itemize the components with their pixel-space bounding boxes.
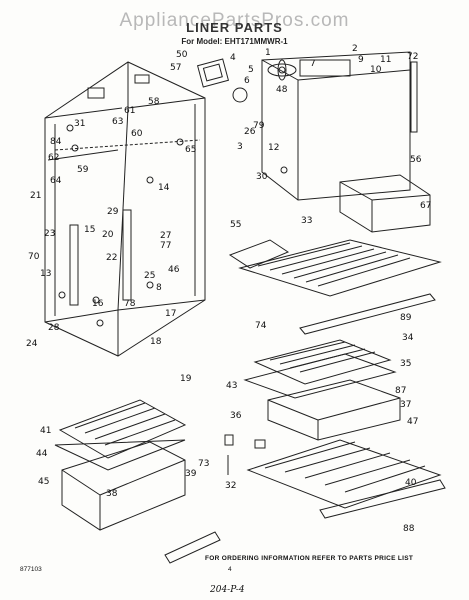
callout: 3 <box>237 142 243 152</box>
callout: 33 <box>301 216 312 226</box>
callout: 67 <box>420 201 431 211</box>
fan-blade <box>267 59 297 81</box>
callout: 57 <box>170 63 181 73</box>
callout: 61 <box>124 106 135 116</box>
callout: 89 <box>400 313 412 323</box>
ice-bin <box>339 174 431 233</box>
callout: 34 <box>402 333 414 343</box>
page-number: 4 <box>228 566 232 573</box>
callout: 30 <box>256 172 268 182</box>
callout: 37 <box>400 400 411 410</box>
callout: 35 <box>400 359 411 369</box>
callout: 62 <box>48 153 59 163</box>
callout: 16 <box>92 299 104 309</box>
callout: 29 <box>107 207 119 217</box>
crisper-assembly <box>54 399 221 564</box>
freezer-wire-shelf <box>228 239 442 297</box>
callout: 10 <box>370 65 382 75</box>
model-line: For Model: EHT171MMWR-1 <box>181 37 288 46</box>
callout: 88 <box>403 524 415 534</box>
callout: 36 <box>230 411 242 421</box>
watermark: AppliancePartsPros.com <box>119 10 350 31</box>
callout: 13 <box>40 269 51 279</box>
callout: 72 <box>407 52 418 62</box>
ordering-note: FOR ORDERING INFORMATION REFER TO PARTS … <box>205 555 414 562</box>
callout: 59 <box>77 165 89 175</box>
callout: 77 <box>160 241 171 251</box>
callout: 27 <box>160 231 171 241</box>
callout: 39 <box>185 469 197 479</box>
callout: 45 <box>38 477 49 487</box>
small-hardware <box>58 124 288 475</box>
callout: 63 <box>112 117 123 127</box>
callout: 44 <box>36 449 48 459</box>
callout: 64 <box>50 176 62 186</box>
light-housing <box>196 58 248 103</box>
liner-cabinet <box>44 61 206 357</box>
strip-72 <box>410 61 418 133</box>
callout: 26 <box>244 127 256 137</box>
callout: 4 <box>230 53 236 63</box>
callout: 15 <box>84 225 95 235</box>
callout: 50 <box>176 50 188 60</box>
callout: 32 <box>225 481 236 491</box>
callout: 48 <box>276 85 288 95</box>
callout: 21 <box>30 191 41 201</box>
callout: 25 <box>144 271 155 281</box>
bottom-wire-shelf <box>246 439 446 519</box>
callout: 79 <box>253 121 265 131</box>
callout: 46 <box>168 265 180 275</box>
callout: 38 <box>106 489 118 499</box>
callout: 23 <box>44 229 55 239</box>
callout: 22 <box>106 253 117 263</box>
callout: 60 <box>131 129 143 139</box>
callout: 58 <box>148 97 160 107</box>
callout: 18 <box>150 337 162 347</box>
callout: 11 <box>380 55 391 65</box>
callout: 56 <box>410 155 422 165</box>
callout: 6 <box>244 76 250 86</box>
handwritten-mark: 204-P-4 <box>210 585 245 595</box>
meat-pan-assembly <box>243 339 401 441</box>
callout: 2 <box>352 44 358 54</box>
callout: 24 <box>26 339 38 349</box>
callout: 73 <box>198 459 209 469</box>
callout: 84 <box>50 137 62 147</box>
callout: 14 <box>158 183 170 193</box>
callout: 78 <box>124 299 136 309</box>
callout: 55 <box>230 220 241 230</box>
callout: 87 <box>395 386 406 396</box>
callout-labels: 1 2 3 4 5 6 7 8 9 10 11 12 13 14 15 16 1… <box>26 44 431 534</box>
diagram-title: LINER PARTS <box>186 20 283 35</box>
document-code: 877103 <box>20 566 42 573</box>
callout: 65 <box>185 145 196 155</box>
callout: 74 <box>255 321 267 331</box>
callout: 12 <box>268 143 279 153</box>
callout: 9 <box>358 55 364 65</box>
callout: 47 <box>407 417 418 427</box>
callout: 1 <box>265 48 271 58</box>
callout: 31 <box>74 119 85 129</box>
callout: 17 <box>165 309 176 319</box>
callout: 40 <box>405 478 417 488</box>
callout: 19 <box>180 374 192 384</box>
callout: 70 <box>28 252 40 262</box>
callout: 5 <box>248 65 254 75</box>
callout: 7 <box>310 59 316 69</box>
callout: 41 <box>40 426 51 436</box>
callout: 43 <box>226 381 237 391</box>
evaporator-panel <box>261 51 411 201</box>
rail-89 <box>299 293 436 335</box>
callout: 20 <box>102 230 114 240</box>
callout: 28 <box>48 323 60 333</box>
callout: 8 <box>156 283 162 293</box>
